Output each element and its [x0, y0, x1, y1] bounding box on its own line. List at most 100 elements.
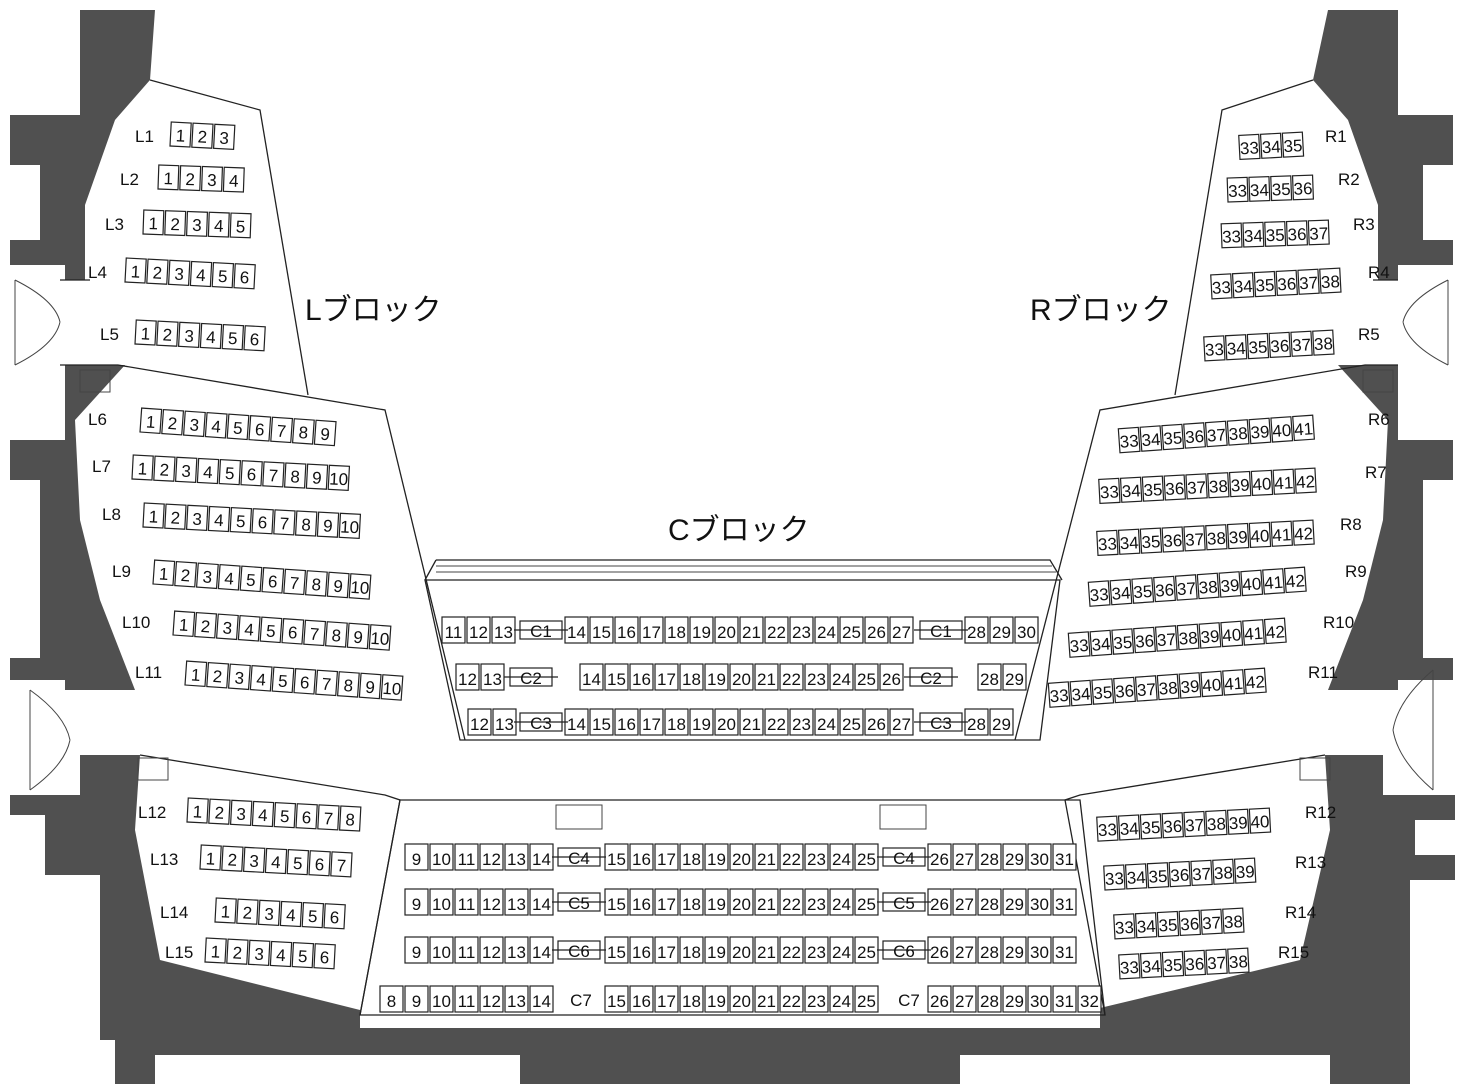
seat-l2-1[interactable]: 1	[157, 164, 180, 191]
seat-l3-1[interactable]: 1	[142, 209, 165, 236]
seat-r7-40[interactable]: 40	[1250, 469, 1274, 497]
seat-c7-22[interactable]: 22	[779, 985, 804, 1013]
seat-l4-3[interactable]: 3	[167, 259, 191, 286]
seat-l8-1[interactable]: 1	[142, 502, 165, 529]
seat-l2-3[interactable]: 3	[200, 165, 224, 192]
seat-c2-29[interactable]: 29	[1002, 663, 1027, 691]
seat-l15-2[interactable]: 2	[226, 938, 249, 965]
seat-l6-9[interactable]: 9	[313, 419, 337, 447]
seat-c5-19[interactable]: 19	[704, 888, 729, 916]
seat-c6-19[interactable]: 19	[704, 936, 729, 964]
seat-l1-3[interactable]: 3	[212, 123, 236, 150]
seat-r12-33[interactable]: 33	[1096, 815, 1119, 842]
seat-r11-34[interactable]: 34	[1069, 679, 1093, 707]
seat-r11-40[interactable]: 40	[1200, 670, 1224, 698]
seat-c5-15[interactable]: 15	[604, 888, 629, 916]
seat-c7-15[interactable]: 15	[604, 985, 629, 1013]
seat-c3-13[interactable]: 13	[492, 708, 517, 736]
seat-c1-27[interactable]: 27	[889, 616, 914, 644]
seat-r15-37[interactable]: 37	[1205, 948, 1228, 975]
seat-l6-5[interactable]: 5	[226, 413, 250, 441]
seat-c1-24[interactable]: 24	[814, 616, 839, 644]
seat-c1-28[interactable]: 28	[964, 616, 989, 644]
seat-r5-35[interactable]: 35	[1246, 332, 1270, 360]
seat-c7-28[interactable]: 28	[977, 985, 1002, 1013]
seat-c6-23[interactable]: 23	[804, 936, 829, 964]
seat-l14-5[interactable]: 5	[301, 901, 325, 929]
seat-c4-13[interactable]: 13	[504, 843, 529, 871]
seat-r5-37[interactable]: 37	[1290, 330, 1313, 357]
seat-l9-9[interactable]: 9	[326, 571, 350, 599]
seat-l11-4[interactable]: 4	[249, 664, 273, 692]
seat-c5-23[interactable]: 23	[804, 888, 829, 916]
seat-r4-36[interactable]: 36	[1275, 269, 1299, 297]
seat-r4-38[interactable]: 38	[1319, 267, 1342, 294]
seat-r3-35[interactable]: 35	[1264, 220, 1287, 247]
seat-c3-16[interactable]: 16	[614, 708, 639, 736]
seat-c7-18[interactable]: 18	[679, 985, 704, 1013]
seat-l10-7[interactable]: 7	[303, 619, 327, 647]
seat-c1-23[interactable]: 23	[789, 616, 814, 644]
seat-r9-36[interactable]: 36	[1153, 575, 1176, 603]
seat-l5-3[interactable]: 3	[177, 321, 201, 348]
seat-c5-14[interactable]: 14	[529, 888, 554, 916]
seat-c6-12[interactable]: 12	[479, 936, 504, 964]
seat-c4-30[interactable]: 30	[1027, 843, 1052, 871]
seat-r1-33[interactable]: 33	[1238, 133, 1261, 161]
seat-l9-7[interactable]: 7	[283, 568, 307, 596]
seat-c2-23[interactable]: 23	[804, 663, 829, 691]
seat-c5-27[interactable]: 27	[952, 888, 977, 916]
seat-r5-36[interactable]: 36	[1268, 331, 1292, 359]
seat-c2-14[interactable]: 14	[579, 663, 604, 691]
seat-r15-34[interactable]: 34	[1139, 952, 1163, 979]
seat-c4-27[interactable]: 27	[952, 843, 977, 871]
seat-r6-37[interactable]: 37	[1204, 420, 1228, 448]
seat-r9-40[interactable]: 40	[1240, 569, 1264, 597]
seat-c3-14[interactable]: 14	[564, 708, 589, 736]
seat-c3-23[interactable]: 23	[789, 708, 814, 736]
seat-c6-10[interactable]: 10	[429, 936, 454, 964]
seat-c4-31[interactable]: 31	[1052, 843, 1077, 871]
seat-r6-35[interactable]: 35	[1161, 423, 1185, 451]
seat-l6-7[interactable]: 7	[270, 416, 294, 444]
seat-c6-18[interactable]: 18	[679, 936, 704, 964]
seat-c5-25[interactable]: 25	[854, 888, 879, 916]
seat-l3-3[interactable]: 3	[185, 210, 209, 237]
seat-c6-9[interactable]: 9	[404, 936, 429, 964]
seat-r5-34[interactable]: 34	[1224, 334, 1248, 361]
seat-c6-29[interactable]: 29	[1002, 936, 1027, 964]
seat-l13-2[interactable]: 2	[221, 845, 244, 872]
seat-c5-13[interactable]: 13	[504, 888, 529, 916]
seat-l4-2[interactable]: 2	[146, 258, 169, 285]
seat-l12-7[interactable]: 7	[317, 804, 340, 831]
seat-c1-29[interactable]: 29	[989, 616, 1014, 644]
seat-l6-4[interactable]: 4	[204, 411, 228, 439]
seat-l8-5[interactable]: 5	[229, 506, 253, 534]
seat-c1-30[interactable]: 30	[1014, 616, 1039, 644]
seat-c2-12[interactable]: 12	[455, 663, 480, 691]
seat-r6-41[interactable]: 41	[1292, 414, 1315, 442]
seat-c5-16[interactable]: 16	[629, 888, 654, 916]
seat-r7-37[interactable]: 37	[1185, 473, 1208, 500]
seat-l12-2[interactable]: 2	[208, 798, 231, 825]
seat-r12-38[interactable]: 38	[1205, 809, 1228, 837]
seat-l11-2[interactable]: 2	[206, 661, 230, 689]
seat-c6-15[interactable]: 15	[604, 936, 629, 964]
seat-c6-30[interactable]: 30	[1027, 936, 1052, 964]
seat-l9-4[interactable]: 4	[217, 563, 241, 591]
seat-r8-42[interactable]: 42	[1292, 519, 1315, 546]
seat-c1-17[interactable]: 17	[639, 616, 664, 644]
seat-l9-8[interactable]: 8	[304, 570, 328, 597]
seat-l6-8[interactable]: 8	[291, 418, 315, 445]
seat-l3-4[interactable]: 4	[207, 211, 230, 238]
seat-c4-24[interactable]: 24	[829, 843, 854, 871]
seat-r8-36[interactable]: 36	[1161, 526, 1185, 553]
seat-c1-20[interactable]: 20	[714, 616, 739, 644]
seat-l15-5[interactable]: 5	[291, 941, 315, 969]
seat-l8-2[interactable]: 2	[164, 503, 187, 530]
seat-c7-24[interactable]: 24	[829, 985, 854, 1013]
seat-c3-15[interactable]: 15	[589, 708, 614, 736]
seat-l8-8[interactable]: 8	[294, 510, 318, 537]
seat-c3-19[interactable]: 19	[689, 708, 714, 736]
seat-l7-4[interactable]: 4	[196, 457, 220, 485]
